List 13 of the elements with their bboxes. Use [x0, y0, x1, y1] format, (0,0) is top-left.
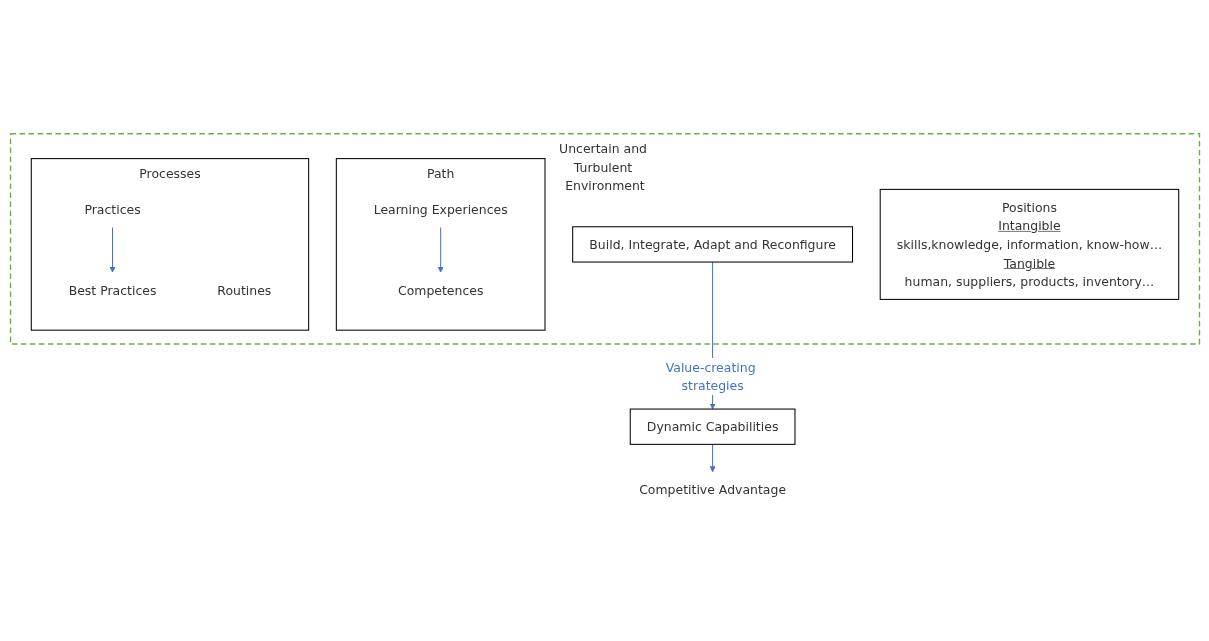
node-text: Best Practices: [68, 282, 156, 298]
node-text: Learning Experiences: [373, 202, 508, 218]
node-text: Competitive Advantage: [638, 482, 786, 497]
node-box: Positions Intangible skills,knowledge, information, know-how… Tangible human, suppliers, products, inventory…: [879, 188, 1179, 300]
arrow: [109, 226, 116, 273]
node-text: Competences: [397, 282, 483, 298]
arrow: [437, 226, 444, 273]
node-box: Dynamic Capabilities: [629, 408, 795, 445]
node-text: Practices: [83, 202, 141, 218]
edge-label: Value-creating strategies: [665, 359, 756, 394]
arrow: [709, 443, 716, 473]
node-text: Routines: [216, 282, 271, 298]
node-box: Build, Integrate, Adapt and Reconfigure: [571, 226, 853, 263]
